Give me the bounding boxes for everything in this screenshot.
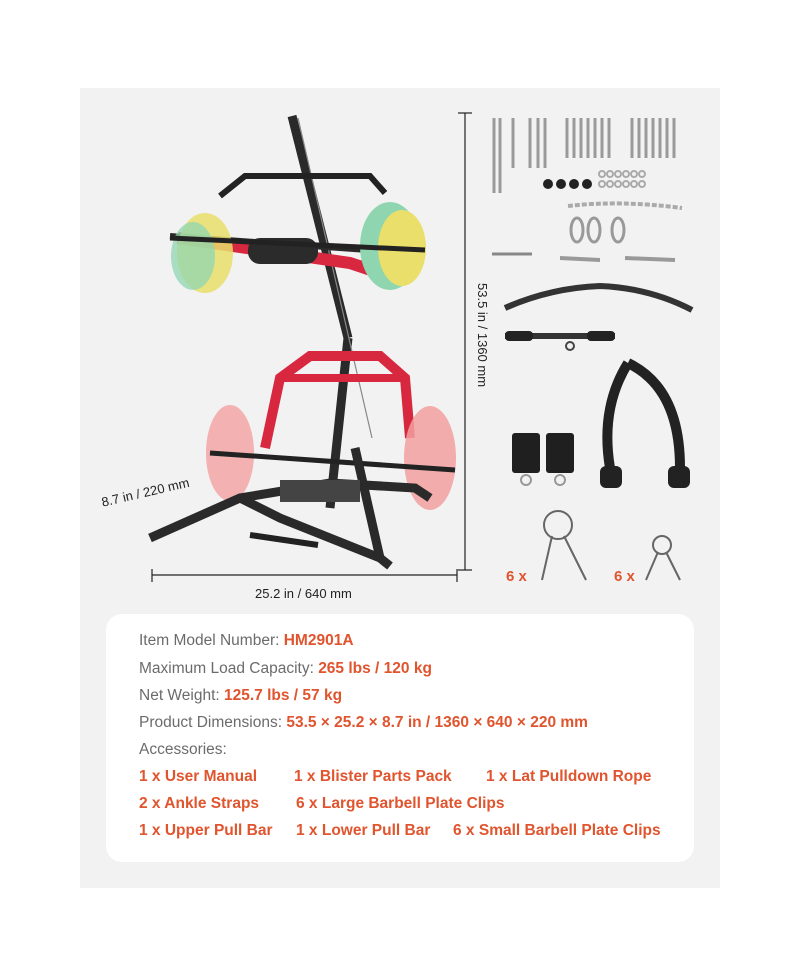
large-plate-clip bbox=[541, 510, 587, 581]
ankle-straps bbox=[512, 433, 574, 486]
spec-dimensions: Product Dimensions: 53.5 × 25.2 × 8.7 in… bbox=[139, 714, 588, 732]
spec-weight: Net Weight: 125.7 lbs / 57 kg bbox=[139, 687, 342, 705]
accessory-item: 6 x Small Barbell Plate Clips bbox=[453, 822, 661, 839]
width-dimension-line bbox=[151, 569, 458, 582]
accessory-item: 1 x Lat Pulldown Rope bbox=[486, 768, 652, 785]
width-dimension-label: 25.2 in / 640 mm bbox=[255, 586, 352, 601]
dims-value: 53.5 × 25.2 × 8.7 in / 1360 × 640 × 220 … bbox=[286, 714, 588, 731]
hardware-bolts bbox=[492, 118, 676, 193]
model-label: Item Model Number: bbox=[139, 632, 280, 649]
lat-pulldown-rope bbox=[602, 358, 685, 469]
accessory-item: 2 x Ankle Straps bbox=[139, 795, 260, 812]
model-value: HM2901A bbox=[283, 632, 354, 649]
load-value: 265 lbs / 120 kg bbox=[318, 660, 432, 677]
spec-card: Item Model Number: HM2901A Maximum Load … bbox=[106, 614, 694, 862]
weight-label: Net Weight: bbox=[139, 687, 220, 704]
dims-label: Product Dimensions: bbox=[139, 714, 283, 731]
machine-drawing bbox=[148, 114, 456, 570]
accessory-item: 1 x Lower Pull Bar bbox=[296, 822, 431, 839]
accessory-item: 6 x Large Barbell Plate Clips bbox=[296, 795, 505, 812]
weight-value: 125.7 lbs / 57 kg bbox=[224, 687, 343, 704]
spec-model: Item Model Number: HM2901A bbox=[139, 632, 354, 650]
upper-pull-bar bbox=[503, 282, 694, 313]
height-dimension-line bbox=[458, 112, 472, 571]
product-illustration bbox=[148, 112, 694, 582]
hardware-small-parts bbox=[492, 170, 683, 262]
large-clip-count: 6 x bbox=[506, 568, 527, 585]
accessory-item: 1 x User Manual bbox=[139, 768, 258, 785]
lower-pull-bar bbox=[505, 331, 615, 351]
accessories-heading: Accessories: bbox=[139, 741, 227, 758]
accessory-item: 1 x Blister Parts Pack bbox=[294, 768, 452, 785]
accessory-item: 1 x Upper Pull Bar bbox=[139, 822, 273, 839]
spec-load: Maximum Load Capacity: 265 lbs / 120 kg bbox=[139, 660, 432, 678]
small-plate-clip bbox=[645, 535, 681, 581]
load-label: Maximum Load Capacity: bbox=[139, 660, 314, 677]
small-clip-count: 6 x bbox=[614, 568, 635, 585]
height-dimension-label: 53.5 in / 1360 mm bbox=[475, 283, 490, 388]
